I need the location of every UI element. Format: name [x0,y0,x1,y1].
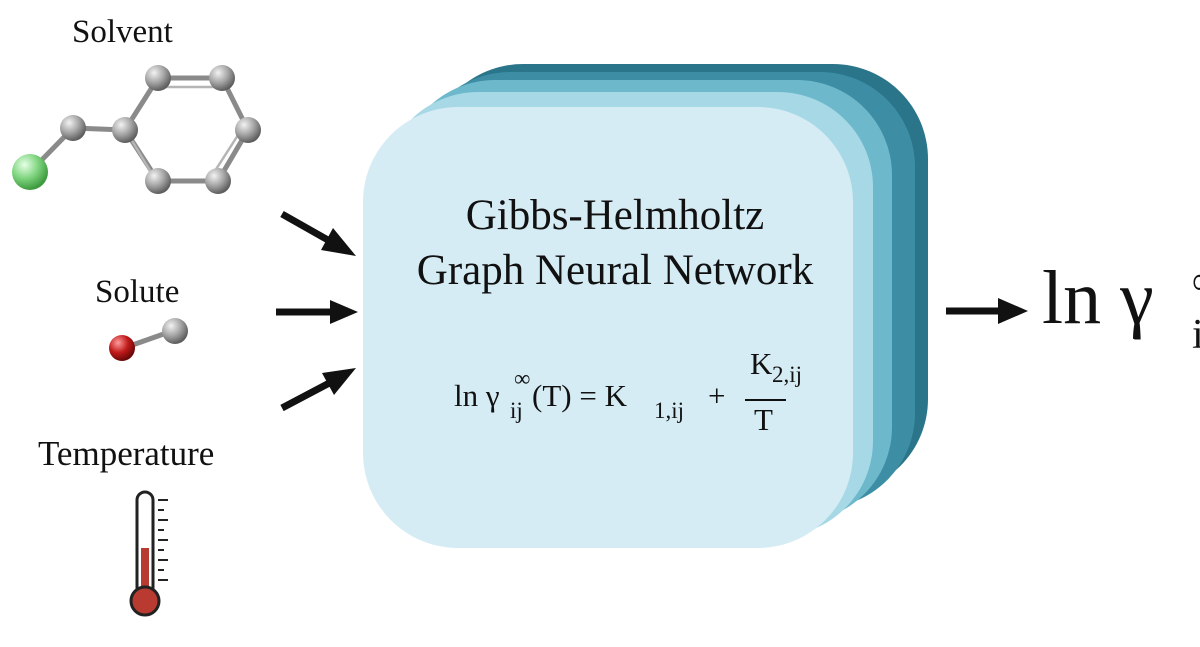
solvent-label: Solvent [72,14,173,50]
output-gamma-sub: ij [1192,312,1200,358]
output-gamma-sup: ∞ [1192,257,1200,304]
model-title-line1: Gibbs-Helmholtz [465,192,765,239]
equation-plus: + [708,378,726,413]
solute-molecule-icon [109,318,188,361]
equation-denominator: T [754,402,773,437]
temperature-label: Temperature [38,434,215,473]
output-ln-gamma: ln γ [1042,256,1154,340]
arrow-icon [276,300,358,324]
equation-k1-sub: 1,ij [654,398,685,423]
equation-ln-gamma: ln γ [454,378,500,413]
network-layer-front [363,107,853,548]
thermometer-icon [129,490,168,617]
equation-gamma-sup: ∞ [514,366,531,391]
model-title-line2: Graph Neural Network [416,247,814,294]
solute-label: Solute [95,274,180,310]
arrow-icon [280,368,356,412]
equation-k2: K [750,346,773,381]
solvent-molecule-icon [12,65,261,194]
model-title: Gibbs-Helmholtz Graph Neural Network [365,188,865,298]
equation-arg-k1: (T) = K [532,378,627,413]
gibbs-helmholtz-equation: ln γ ∞ ij (T) = K 1,ij + K 2,ij T [454,346,874,438]
arrow-icon [280,210,356,256]
equation-gamma-sub: ij [510,398,523,423]
output-label: ln γ ∞ ij [1042,255,1200,358]
network-layer-stack [363,64,928,548]
arrow-icon [946,298,1028,324]
equation-k2-sub: 2,ij [772,362,803,387]
